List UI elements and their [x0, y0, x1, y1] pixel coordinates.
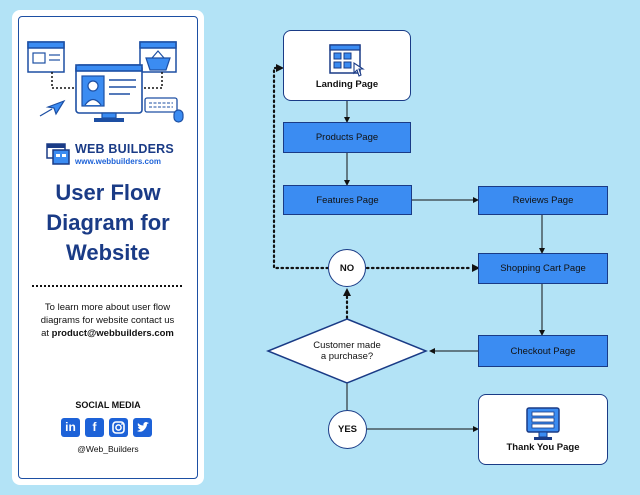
linkedin-icon[interactable]: in — [61, 418, 80, 437]
twitter-icon[interactable] — [133, 418, 152, 437]
facebook-icon[interactable]: f — [85, 418, 104, 437]
contact-email[interactable]: product@webbuilders.com — [51, 328, 174, 339]
page-title-line-3: Website — [66, 240, 150, 265]
no-node[interactable]: NO — [328, 249, 366, 287]
shopping-cart-page-node[interactable]: Shopping Cart Page — [478, 253, 608, 284]
brand-name: WEB BUILDERS — [75, 142, 174, 156]
decision-label-line-2: a purchase? — [320, 351, 374, 362]
thank-you-page-icon — [526, 407, 560, 440]
description-line-1: To learn more about user flow — [44, 302, 171, 313]
browser-window-icon — [27, 41, 65, 73]
yes-node[interactable]: YES — [328, 410, 367, 449]
products-page-label: Products Page — [315, 132, 379, 143]
thank-you-page-node[interactable]: Thank You Page — [478, 394, 608, 465]
social-icons: in f — [61, 418, 153, 438]
monitor-user-icon — [75, 64, 143, 122]
contact-prefix: at — [41, 328, 52, 339]
checkout-page-node[interactable]: Checkout Page — [478, 335, 608, 367]
landing-page-label: Landing Page — [315, 79, 379, 90]
checkout-page-label: Checkout Page — [510, 345, 576, 357]
shopping-cart-page-label: Shopping Cart Page — [500, 263, 586, 274]
landing-page-icon — [329, 44, 365, 77]
description-line-2: diagrams for website contact us — [40, 315, 175, 326]
decision-label: Customer made a purchase? — [290, 340, 404, 362]
shopping-basket-icon — [139, 41, 177, 73]
description-line-3: at product@webbuilders.com — [20, 327, 195, 340]
web-builder-illustration — [27, 41, 184, 123]
features-page-label: Features Page — [316, 194, 379, 206]
features-page-node[interactable]: Features Page — [283, 185, 412, 215]
divider — [32, 285, 182, 287]
brand-url[interactable]: www.webbuilders.com — [75, 157, 161, 166]
social-media-title: SOCIAL MEDIA — [75, 400, 141, 410]
sidebar-border — [18, 16, 198, 479]
instagram-icon[interactable] — [109, 418, 128, 437]
social-handle: @Web_Builders — [77, 444, 139, 454]
no-label: NO — [339, 262, 355, 274]
decision-label-line-1: Customer made — [313, 340, 381, 351]
landing-page-node[interactable]: Landing Page — [283, 30, 411, 101]
keyboard-mouse-icon — [144, 97, 184, 123]
cursor-arrow-icon — [39, 99, 66, 117]
thank-you-page-label: Thank You Page — [506, 442, 580, 453]
decision-diamond — [266, 318, 428, 384]
yes-label: YES — [337, 424, 357, 435]
page-title-line-1: User Flow — [55, 180, 161, 205]
web-builders-logo-icon — [46, 143, 70, 165]
products-page-node[interactable]: Products Page — [283, 122, 411, 153]
reviews-page-label: Reviews Page — [512, 195, 574, 206]
page-title-line-2: Diagram for — [46, 210, 170, 235]
reviews-page-node[interactable]: Reviews Page — [478, 186, 608, 215]
